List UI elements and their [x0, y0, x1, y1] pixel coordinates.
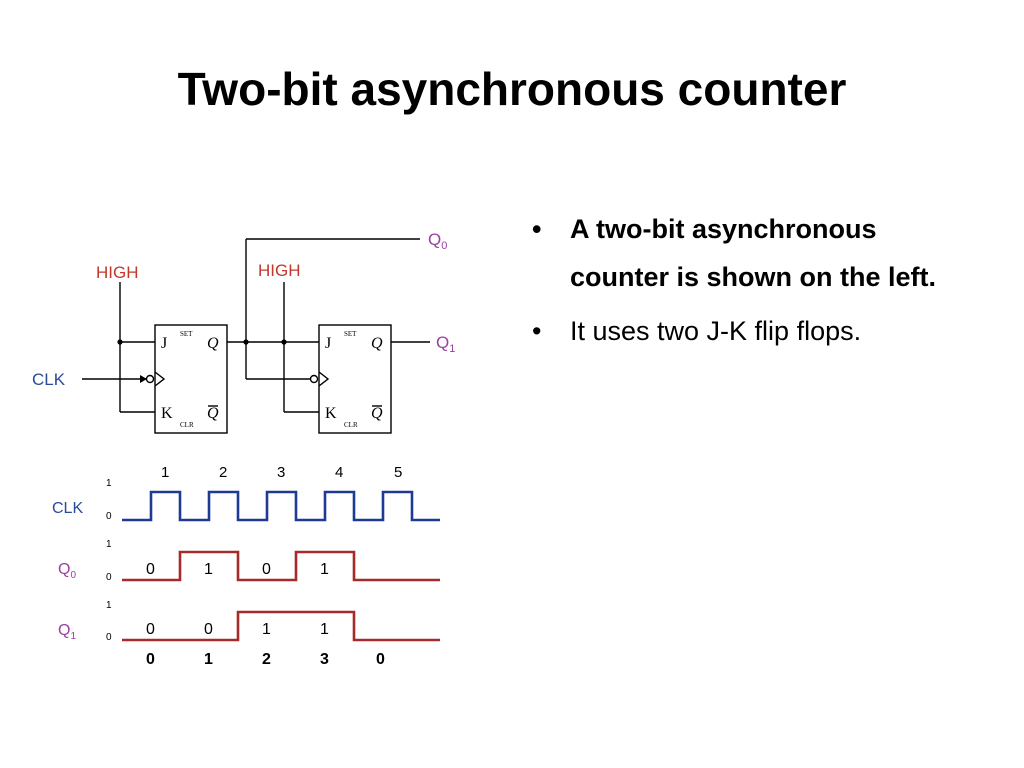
- ff0-k-label: K: [161, 405, 173, 422]
- junction-dots: [117, 339, 287, 345]
- level-one-label: 1: [106, 600, 112, 611]
- count-value: 1: [204, 651, 213, 668]
- level-zero-label: 0: [106, 511, 112, 522]
- ff0-qbar-label: Q: [207, 405, 219, 422]
- q1-timing-label: Q1: [58, 622, 76, 642]
- ff1-set-label: SET: [344, 330, 357, 338]
- q0-value: 0: [146, 561, 155, 578]
- q0-waveform: [122, 550, 440, 582]
- count-value: 3: [320, 651, 329, 668]
- q0-value: 1: [204, 561, 213, 578]
- count-value: 0: [376, 651, 385, 668]
- bullet-item: It uses two J-K flip flops.: [532, 307, 982, 355]
- flip-flop-1: [318, 324, 392, 434]
- level-zero-label: 0: [106, 632, 112, 643]
- ff0-j-label: J: [161, 335, 167, 352]
- q1-value: 0: [146, 621, 155, 638]
- clock-number: 4: [335, 464, 343, 481]
- clk-timing-label: CLK: [52, 500, 83, 517]
- clock-number: 5: [394, 464, 402, 481]
- count-value: 0: [146, 651, 155, 668]
- clock-number: 1: [161, 464, 169, 481]
- q1-value: 1: [262, 621, 271, 638]
- q1-value: 1: [320, 621, 329, 638]
- slide-title: Two-bit asynchronous counter: [177, 63, 847, 115]
- ff0-clr-label: CLR: [180, 421, 194, 429]
- q1-output-label: Q1: [436, 333, 455, 355]
- level-one-label: 1: [106, 478, 112, 489]
- level-zero-label: 0: [106, 572, 112, 583]
- q0-value: 0: [262, 561, 271, 578]
- q0-output-label: Q0: [428, 230, 447, 252]
- flip-flop-0: [154, 324, 228, 434]
- level-one-label: 1: [106, 539, 112, 550]
- bullet-list: A two-bit asynchronous counter is shown …: [532, 205, 982, 361]
- clock-number: 3: [277, 464, 285, 481]
- clock-numbers: 1 2 3 4 5: [161, 464, 402, 481]
- q0-value: 1: [320, 561, 329, 578]
- ff0-set-label: SET: [180, 330, 193, 338]
- bullet-item: A two-bit asynchronous counter is shown …: [532, 205, 982, 301]
- high-label-1: HIGH: [258, 261, 301, 280]
- ff1-clr-label: CLR: [344, 421, 358, 429]
- ff0-q-label: Q: [207, 335, 219, 352]
- ff1-q-label: Q: [371, 335, 383, 352]
- ff1-qbar-label: Q: [371, 405, 383, 422]
- ff1-k-label: K: [325, 405, 337, 422]
- q1-waveform: [122, 610, 440, 642]
- high-label-0: HIGH: [96, 263, 139, 282]
- circuit-schematic: [82, 238, 430, 434]
- clk-input-label: CLK: [32, 370, 66, 389]
- ff1-j-label: J: [325, 335, 331, 352]
- counter-diagram: HIGH HIGH CLK Q0 Q1 J K SET CLR Q Q J K …: [32, 230, 455, 668]
- count-value: 2: [262, 651, 271, 668]
- q0-timing-label: Q0: [58, 561, 76, 581]
- clk-waveform: [122, 490, 440, 522]
- clock-number: 2: [219, 464, 227, 481]
- q1-value: 0: [204, 621, 213, 638]
